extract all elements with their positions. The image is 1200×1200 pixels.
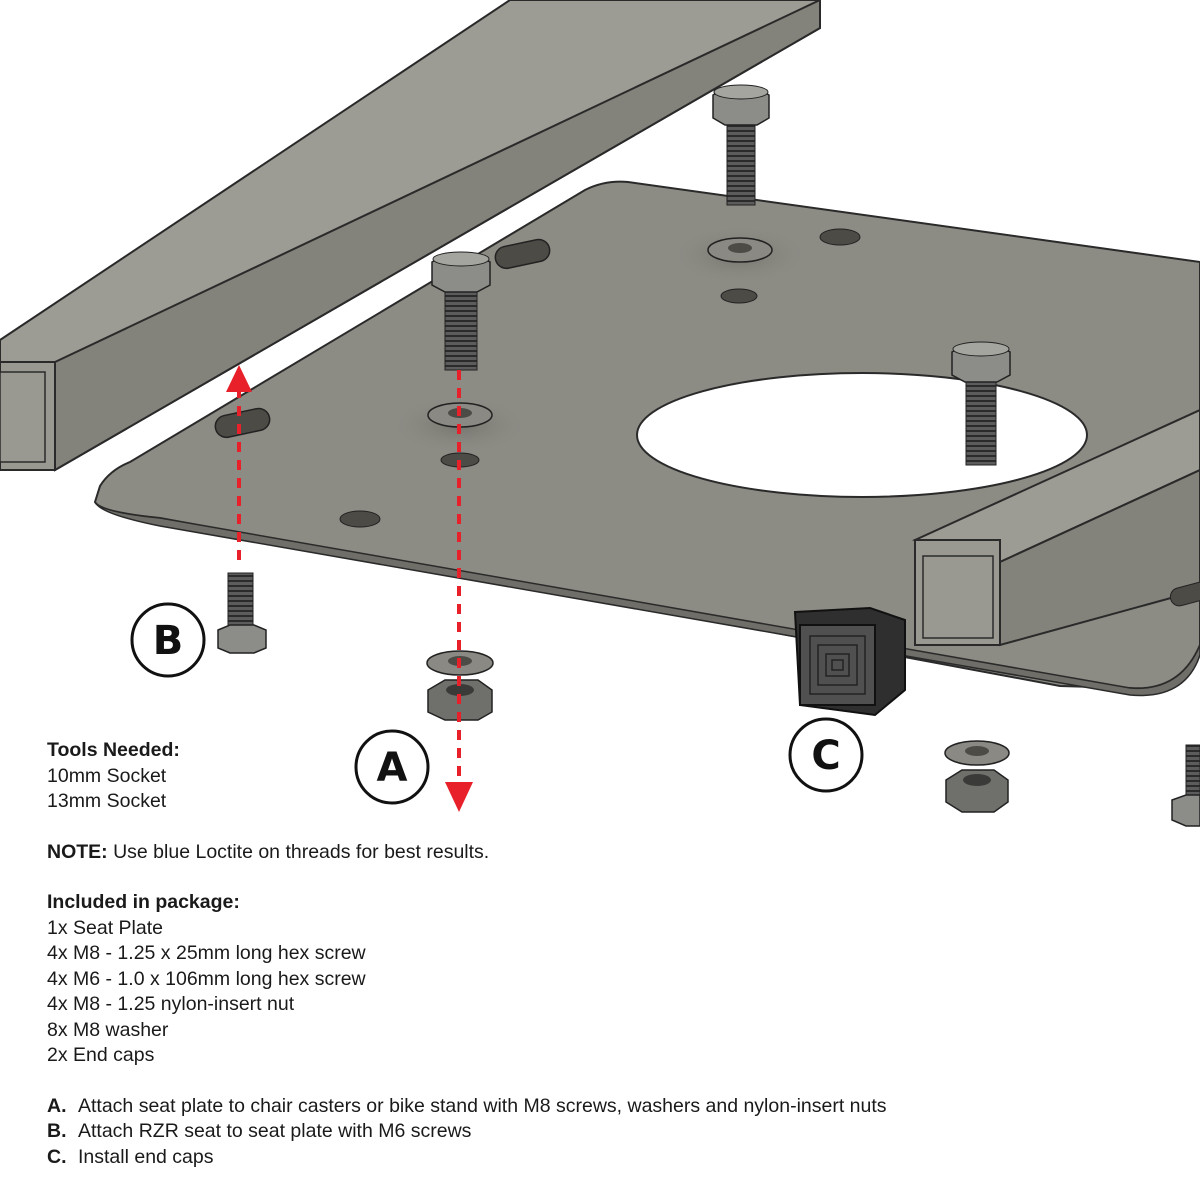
end-cap bbox=[793, 606, 906, 717]
package-heading: Included in package: bbox=[47, 891, 240, 913]
callout-a: A bbox=[354, 729, 430, 805]
tool-item: 13mm Socket bbox=[47, 790, 167, 812]
svg-text:A: A bbox=[377, 745, 408, 791]
callout-c: C bbox=[788, 717, 864, 793]
package-item: 2x End caps bbox=[47, 1044, 155, 1066]
steps-section: A. Attach seat plate to chair casters or … bbox=[47, 1094, 1147, 1171]
nylon-nut bbox=[945, 769, 1009, 813]
instructions-panel: Tools Needed: 10mm Socket 13mm Socket NO… bbox=[47, 738, 1147, 1170]
square-tube-left bbox=[0, 0, 821, 472]
step-letter: B. bbox=[47, 1120, 67, 1142]
package-section: Included in package: 1x Seat Plate 4x M8… bbox=[47, 890, 1147, 1069]
hex-screw bbox=[951, 341, 1011, 466]
package-item: 1x Seat Plate bbox=[47, 916, 163, 939]
mounting-hole bbox=[339, 510, 381, 528]
svg-text:C: C bbox=[811, 733, 840, 779]
center-hole bbox=[636, 372, 1088, 498]
mounting-hole bbox=[819, 228, 861, 246]
step-letter: A. bbox=[47, 1094, 67, 1117]
hex-screw bbox=[712, 84, 770, 206]
hex-screw bbox=[1171, 744, 1200, 827]
mounting-hole bbox=[720, 288, 758, 304]
slot bbox=[494, 238, 551, 270]
package-item: 4x M8 - 1.25 nylon-insert nut bbox=[47, 993, 295, 1015]
tools-section: Tools Needed: 10mm Socket 13mm Socket bbox=[47, 738, 1147, 815]
package-item: 4x M6 - 1.0 x 106mm long hex screw bbox=[47, 967, 366, 990]
step-letter: C. bbox=[47, 1145, 67, 1168]
svg-text:B: B bbox=[153, 618, 184, 664]
note-label: NOTE: bbox=[47, 840, 108, 863]
step: B. Attach RZR seat to seat plate with M6 … bbox=[47, 1119, 1147, 1145]
tools-heading: Tools Needed: bbox=[47, 739, 180, 761]
tool-item: 10mm Socket bbox=[47, 764, 167, 787]
washer bbox=[944, 740, 1010, 766]
note-text: Use blue Loctite on threads for best res… bbox=[107, 840, 490, 863]
assembly-arrow-b bbox=[226, 365, 252, 560]
assembly-arrow-a bbox=[445, 370, 473, 812]
package-item: 8x M8 washer bbox=[47, 1018, 169, 1041]
package-item: 4x M8 - 1.25 x 25mm long hex screw bbox=[47, 942, 366, 964]
hex-screw-b bbox=[217, 572, 267, 654]
step-text: Install end caps bbox=[78, 1145, 214, 1168]
note: NOTE: Use blue Loctite on threads for be… bbox=[47, 840, 1147, 866]
callout-b: B bbox=[130, 602, 206, 678]
step-text: Attach RZR seat to seat plate with M6 sc… bbox=[78, 1120, 472, 1142]
square-tube-right bbox=[912, 408, 1200, 647]
step: C. Install end caps bbox=[47, 1145, 1147, 1171]
step-text: Attach seat plate to chair casters or bi… bbox=[78, 1094, 887, 1117]
step: A. Attach seat plate to chair casters or … bbox=[47, 1094, 1147, 1120]
